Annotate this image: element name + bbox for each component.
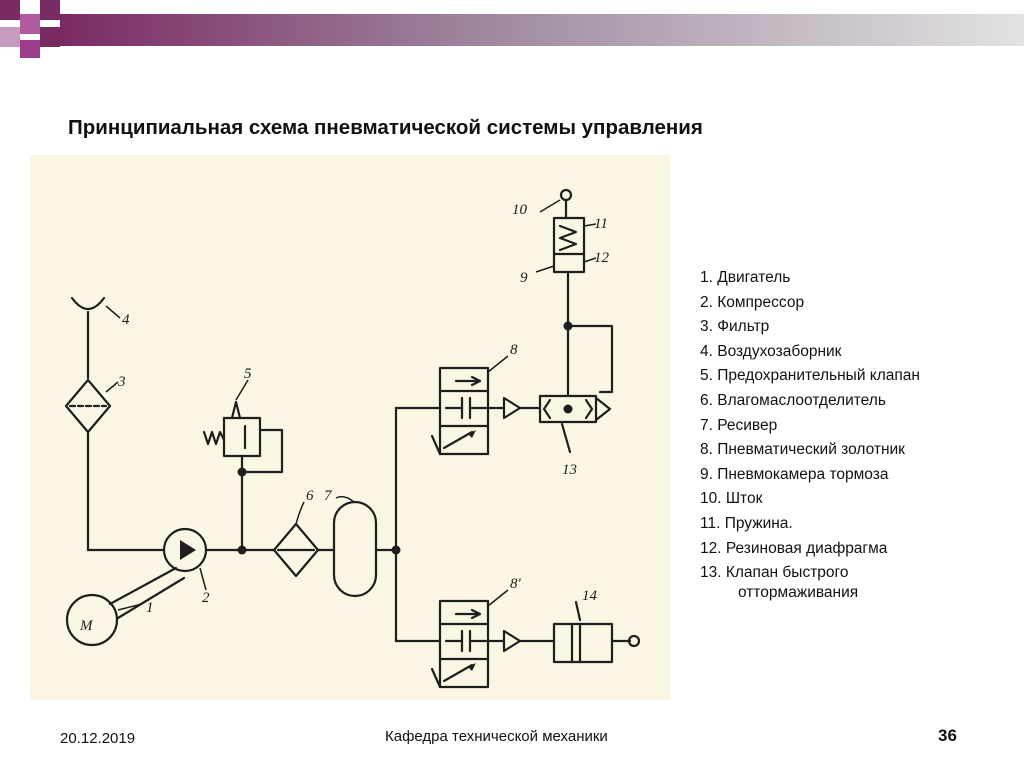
- legend-item: 8. Пневматический золотник: [700, 441, 905, 459]
- part-number: 13: [562, 462, 577, 478]
- legend-item: 11. Пружина.: [700, 514, 793, 532]
- safety-valve-pilot: [230, 400, 242, 420]
- part-number: 4: [122, 312, 130, 328]
- drive-shaft: [108, 566, 178, 606]
- compressor-arrow: [180, 540, 196, 560]
- motor-symbol: [65, 593, 119, 647]
- quick-release-valve-symbol: [538, 394, 598, 424]
- header-square: [40, 0, 60, 20]
- part-number: 2: [202, 590, 210, 606]
- part-number: 8: [510, 342, 518, 358]
- footer-department: Кафедра технической механики: [385, 728, 608, 745]
- slide-title: Принципиальная схема пневматической сист…: [68, 116, 703, 139]
- part-number: 9: [520, 270, 528, 286]
- header-square: [0, 27, 20, 47]
- part-number: 5: [244, 366, 252, 382]
- safety-valve-return: [240, 428, 284, 474]
- header-square: [20, 40, 40, 58]
- parts-legend: 1. Двигатель 2. Компрессор 3. Фильтр 4. …: [700, 268, 920, 601]
- motor-letter: M: [79, 618, 94, 634]
- header-decoration: [0, 0, 1024, 58]
- legend-item: 3. Фильтр: [700, 318, 770, 336]
- legend-item: 4. Воздухозаборник: [700, 342, 842, 360]
- safety-valve-spring: [202, 430, 226, 446]
- header-square: [40, 27, 60, 47]
- junction-dot: [237, 467, 247, 477]
- part-number: 7: [324, 488, 333, 504]
- header-square: [20, 14, 40, 34]
- part-number: 12: [594, 250, 610, 266]
- legend-item: 13. Клапан быстрого: [700, 564, 849, 582]
- quick-release-bypass: [566, 324, 614, 394]
- check-valve-upper: [502, 396, 522, 420]
- rod-end: [559, 188, 573, 202]
- legend-item: 9. Пневмокамера тормоза: [700, 465, 889, 483]
- legend-item: 5. Предохранительный клапан: [700, 367, 920, 385]
- header-square: [0, 0, 20, 20]
- legend-item: 12. Резиновая диафрагма: [700, 539, 888, 557]
- legend-item: 10. Шток: [700, 490, 763, 508]
- legend-item-continuation: оттормаживания: [738, 584, 859, 602]
- junction-dot: [563, 404, 573, 414]
- legend-item: 2. Компрессор: [700, 293, 805, 311]
- legend-item-multiline: 13. Клапан быстрого оттормаживания: [700, 563, 920, 601]
- header-gradient-bar: [60, 14, 1024, 46]
- pneumatic-valve-lower: [438, 599, 490, 689]
- legend-item: 6. Влагомаслоотделитель: [700, 391, 886, 409]
- part-number: 8': [510, 576, 522, 592]
- part-number: 6: [306, 488, 314, 504]
- pneumatic-valve-upper: [438, 366, 490, 456]
- legend-item: 1. Двигатель: [700, 269, 791, 286]
- safety-valve-symbol: [222, 416, 262, 458]
- check-valve-lower: [502, 629, 522, 653]
- part-number: 3: [117, 374, 126, 390]
- junction-dot: [563, 321, 573, 331]
- part-number: 14: [582, 588, 598, 604]
- scan-background: [30, 155, 670, 700]
- pneumatic-diagram: M 1 2 3 4 5 6 7 8 8' 9 10 11 12 13 14: [30, 155, 670, 700]
- spring-symbol: [558, 224, 578, 252]
- air-intake-symbol: [70, 296, 106, 311]
- page-number: 36: [938, 726, 957, 745]
- moisture-separator-symbol: [272, 522, 320, 578]
- actuator-cylinder-symbol: [552, 622, 614, 664]
- legend-item: 7. Ресивер: [700, 416, 778, 434]
- brake-chamber-symbol: [552, 216, 586, 274]
- drive-shaft: [116, 576, 186, 620]
- part-number: 10: [512, 202, 528, 218]
- junction-dot: [237, 545, 247, 555]
- part-number: 1: [146, 600, 154, 616]
- part-number: 11: [594, 216, 608, 232]
- footer-date: 20.12.2019: [60, 730, 136, 747]
- junction-dot: [391, 545, 401, 555]
